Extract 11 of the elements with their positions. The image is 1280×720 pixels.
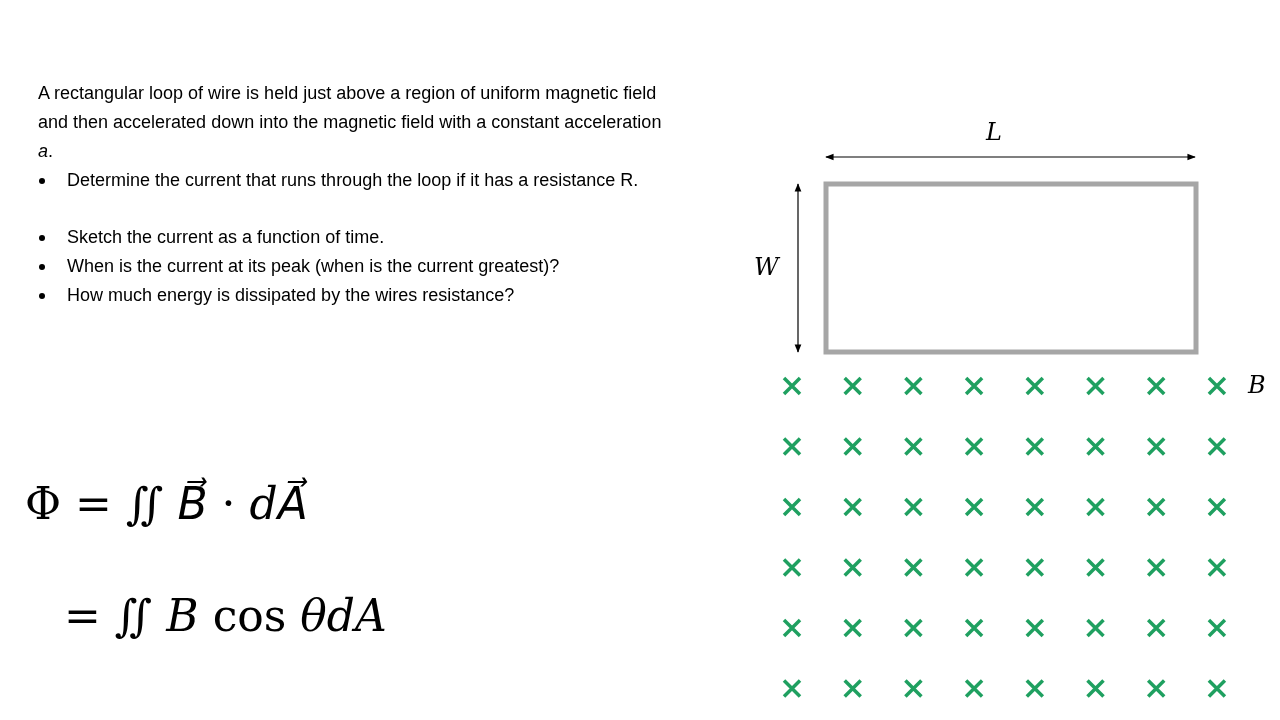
variable-label: W (754, 253, 779, 281)
formula: Φ = ∬ B⃗ · dA⃗ (25, 478, 308, 529)
question-text: How much energy is dissipated by the wires resistance? (67, 285, 515, 305)
variable-label: B (1248, 371, 1266, 399)
wire-loop (823, 181, 1199, 355)
question-text: Determine the current that runs through the loop if it has a resistance R. (67, 170, 639, 190)
problem-text: A rectangular loop of wire is held just above a region of uniform magnetic field and then accelerated down into the magnetic field with a constant acceleration a. (38, 82, 663, 163)
formula: = ∬ B cos θdA (64, 590, 387, 641)
question-text: Sketch the current as a function of time. (67, 227, 385, 247)
variable-label: L (986, 118, 1002, 146)
question-text: When is the current at its peak (when is the current greatest)? (67, 256, 560, 276)
